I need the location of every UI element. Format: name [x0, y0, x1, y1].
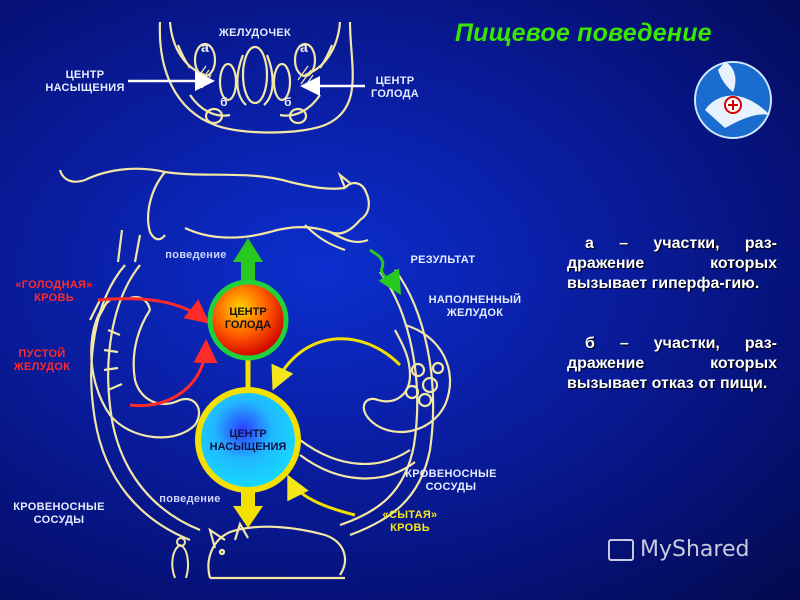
behavior-bottom-label: поведение	[150, 493, 230, 506]
zone-b-right-label: б	[281, 96, 295, 109]
resting-cat-drawing	[208, 524, 345, 578]
ventricle-label: ЖЕЛУДОЧЕК	[205, 27, 305, 40]
watermark: MyShared	[608, 537, 749, 562]
empty-stomach-arrow	[130, 345, 206, 406]
brain-satiety-center-label: ЦЕНТР НАСЫЩЕНИЯ	[40, 69, 130, 95]
vessels-left-label: КРОВЕНОСНЫЕ СОСУДЫ	[4, 501, 114, 527]
hungry-blood-label: «ГОЛОДНАЯ» КРОВЬ	[4, 279, 104, 305]
vessels-right-label: КРОВЕНОСНЫЕ СОСУДЫ	[396, 468, 506, 494]
active-cat-drawing	[60, 169, 369, 250]
behavior-top-label: поведение	[156, 249, 236, 262]
zone-b-left-label: б	[217, 96, 231, 109]
page-title: Пищевое поведение	[455, 19, 712, 48]
zone-a-left-label: а	[198, 41, 212, 54]
fed-blood-label: «СЫТАЯ» КРОВЬ	[368, 509, 452, 535]
watermark-text: MyShared	[640, 537, 749, 562]
logo-icon	[695, 62, 771, 138]
note-b: б – участки, раз-дражение которых вызыва…	[567, 334, 777, 394]
satiety-center-label: ЦЕНТР НАСЫЩЕНИЯ	[198, 428, 298, 454]
result-label: РЕЗУЛЬТАТ	[398, 254, 488, 267]
full-stomach-drawing	[364, 325, 450, 432]
brain-hunger-center-label: ЦЕНТР ГОЛОДА	[365, 75, 425, 101]
hungry-blood-arrow	[98, 299, 205, 320]
result-arrow	[370, 250, 398, 290]
full-stomach-label: НАПОЛНЕННЫЙ ЖЕЛУДОК	[417, 294, 533, 320]
zone-a-right-label: а	[297, 41, 311, 54]
fed-blood-arrow	[290, 480, 355, 515]
empty-stomach-label: ПУСТОЙ ЖЕЛУДОК	[4, 348, 80, 374]
presentation-icon	[608, 539, 634, 561]
mouse-drawing	[172, 538, 188, 578]
full-stomach-arrow	[275, 339, 400, 385]
hunger-center-label: ЦЕНТР ГОЛОДА	[218, 306, 278, 332]
note-a: а – участки, раз-дражение которых вызыва…	[567, 234, 777, 294]
